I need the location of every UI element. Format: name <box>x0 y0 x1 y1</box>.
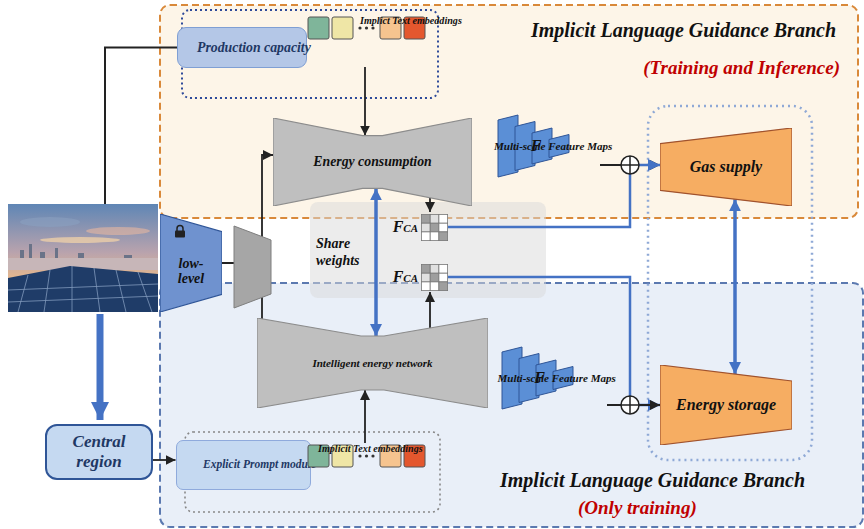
branch-mode: (Training and Inference) <box>643 57 840 79</box>
matrix-grid <box>421 264 448 291</box>
matrix-cell <box>439 223 448 232</box>
head-trapezoid: Gas supply <box>660 128 792 206</box>
ellipsis-dot <box>358 454 361 457</box>
matrix-grid <box>421 214 448 241</box>
arrow-connector <box>429 292 431 328</box>
node-label: low-level <box>169 256 213 287</box>
node-label: FCA <box>393 218 418 236</box>
node-label: Explicit Prompt module <box>203 458 283 471</box>
node-label: Intelligent energy network <box>312 357 432 369</box>
matrix-cell <box>430 214 439 223</box>
branch-region <box>160 283 863 527</box>
branch-title: Implicit Language Guidance Branch <box>531 19 836 42</box>
attention-matrix: FCA <box>386 212 448 242</box>
matrix-cell <box>422 214 431 223</box>
dotted-group <box>648 106 812 460</box>
matrix-cell <box>422 264 431 273</box>
process-box: Explicit Prompt module <box>176 440 311 490</box>
matrix-cell <box>430 231 439 240</box>
branch-title: Implicit Language Guidance Branch <box>500 469 805 492</box>
matrix-cell <box>430 264 439 273</box>
matrix-cell <box>439 231 448 240</box>
annotation-label: Share weights <box>316 236 374 270</box>
branch-region: Implicit Language Guidance Branch (Traini… <box>160 5 858 218</box>
arrow-connector <box>374 188 378 336</box>
input-line <box>105 48 190 205</box>
node-outline <box>660 128 792 206</box>
branch-region <box>160 5 858 218</box>
token-square <box>404 17 425 39</box>
node-label: F <box>531 137 542 155</box>
token-square <box>308 17 329 39</box>
node-outline <box>660 365 792 445</box>
shared-patch <box>310 202 546 298</box>
head-trapezoid: Energy storage <box>660 365 792 445</box>
branch-mode: (Only training) <box>578 497 697 519</box>
node-label: Production capacity <box>197 40 287 56</box>
process-box: Production capacity <box>177 27 307 68</box>
matrix-cell <box>422 273 431 282</box>
process-box: Central region <box>45 424 153 480</box>
matrix-cell <box>439 281 448 290</box>
node-outline <box>273 118 472 206</box>
node-label: Multi-scale Feature Maps <box>498 372 582 384</box>
matrix-cell <box>430 223 439 232</box>
embedding-strip: Implict Text embeddings <box>288 15 444 67</box>
ellipsis-dot <box>365 26 368 29</box>
ellipsis-dot <box>365 454 368 457</box>
node-label: FCA <box>393 268 418 286</box>
matrix-cell <box>430 273 439 282</box>
node-label: Gas supply <box>690 158 762 176</box>
arrow-connector <box>153 459 176 461</box>
node-outline <box>160 214 222 312</box>
matrix-cell <box>439 214 448 223</box>
token-square <box>332 17 353 39</box>
feature-block <box>234 226 271 308</box>
matrix-cell <box>422 223 431 232</box>
matrix-cell <box>422 231 431 240</box>
node-label: Energy storage <box>676 396 776 414</box>
matrix-cell <box>439 273 448 282</box>
node-label: Central region <box>54 432 144 471</box>
node-label: Energy consumption <box>313 154 431 170</box>
token-square <box>380 17 401 39</box>
feature-maps: Multi-scale Feature MapsF <box>472 86 600 206</box>
arrow-connector <box>364 390 366 443</box>
encoder-decoder: Intelligent energy network <box>257 318 488 408</box>
branch-region: Implicit Language Guidance Branch (Only t… <box>160 283 864 529</box>
crop-arrow <box>97 314 104 420</box>
node-label: Implict Text embeddings <box>360 15 444 26</box>
encoder-decoder: Energy consumption <box>273 118 472 206</box>
arrow-connector <box>429 198 431 212</box>
add-symbol <box>621 396 639 414</box>
encoder-trapezoid: low-level <box>160 214 222 312</box>
feature-map <box>549 135 569 158</box>
matrix-cell <box>439 264 448 273</box>
embedding-strip: Implicit Text embeddings <box>293 443 440 507</box>
node-label: Implicit Text embeddings <box>318 443 414 454</box>
feature-maps: FMulti-scale Feature Maps <box>472 318 607 438</box>
arrow-connector <box>733 199 737 374</box>
matrix-cell <box>430 281 439 290</box>
attention-matrix: FCA <box>386 262 448 292</box>
solar-photo <box>8 204 158 312</box>
add-symbol <box>621 156 639 174</box>
ellipsis-dot <box>358 26 361 29</box>
ellipsis-dot <box>371 454 374 457</box>
matrix-cell <box>422 281 431 290</box>
ellipsis-dot <box>371 26 374 29</box>
lock-icon <box>174 224 186 238</box>
node-outline <box>257 318 488 408</box>
arrow-connector <box>364 67 366 136</box>
